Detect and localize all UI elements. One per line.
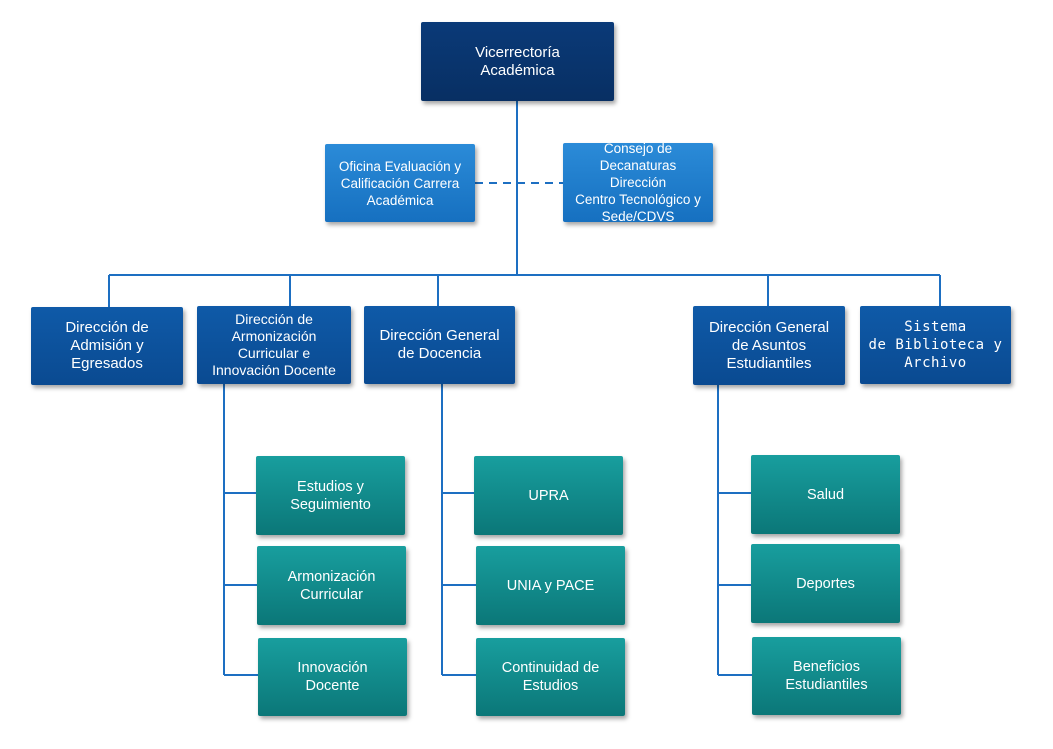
node-consejo-decanaturas: Consejo de Decanaturas Dirección Centro … <box>563 141 713 224</box>
node-salud: Salud <box>751 455 900 534</box>
node-direccion-estudiantiles: Dirección General de Asuntos Estudiantil… <box>693 306 845 385</box>
node-vicerrectoria: Vicerrectoría Académica <box>421 22 614 101</box>
node-oficina-evaluacion: Oficina Evaluación y Calificación Carrer… <box>325 144 475 222</box>
node-direccion-armonizacion: Dirección de Armonización Curricular e I… <box>197 306 351 384</box>
node-estudios-seguimiento: Estudios y Seguimiento <box>256 456 405 535</box>
node-deportes: Deportes <box>751 544 900 623</box>
node-direccion-admision: Dirección de Admisión y Egresados <box>31 307 183 385</box>
node-continuidad-estudios: Continuidad de Estudios <box>476 638 625 716</box>
node-upra: UPRA <box>474 456 623 535</box>
node-beneficios-estudiantiles: Beneficios Estudiantiles <box>752 637 901 715</box>
node-innovacion-docente: Innovación Docente <box>258 638 407 716</box>
node-direccion-docencia: Dirección General de Docencia <box>364 306 515 384</box>
node-armonizacion-curricular: Armonización Curricular <box>257 546 406 625</box>
node-sistema-biblioteca: Sistema de Biblioteca y Archivo <box>860 306 1011 384</box>
node-unia-pace: UNIA y PACE <box>476 546 625 625</box>
